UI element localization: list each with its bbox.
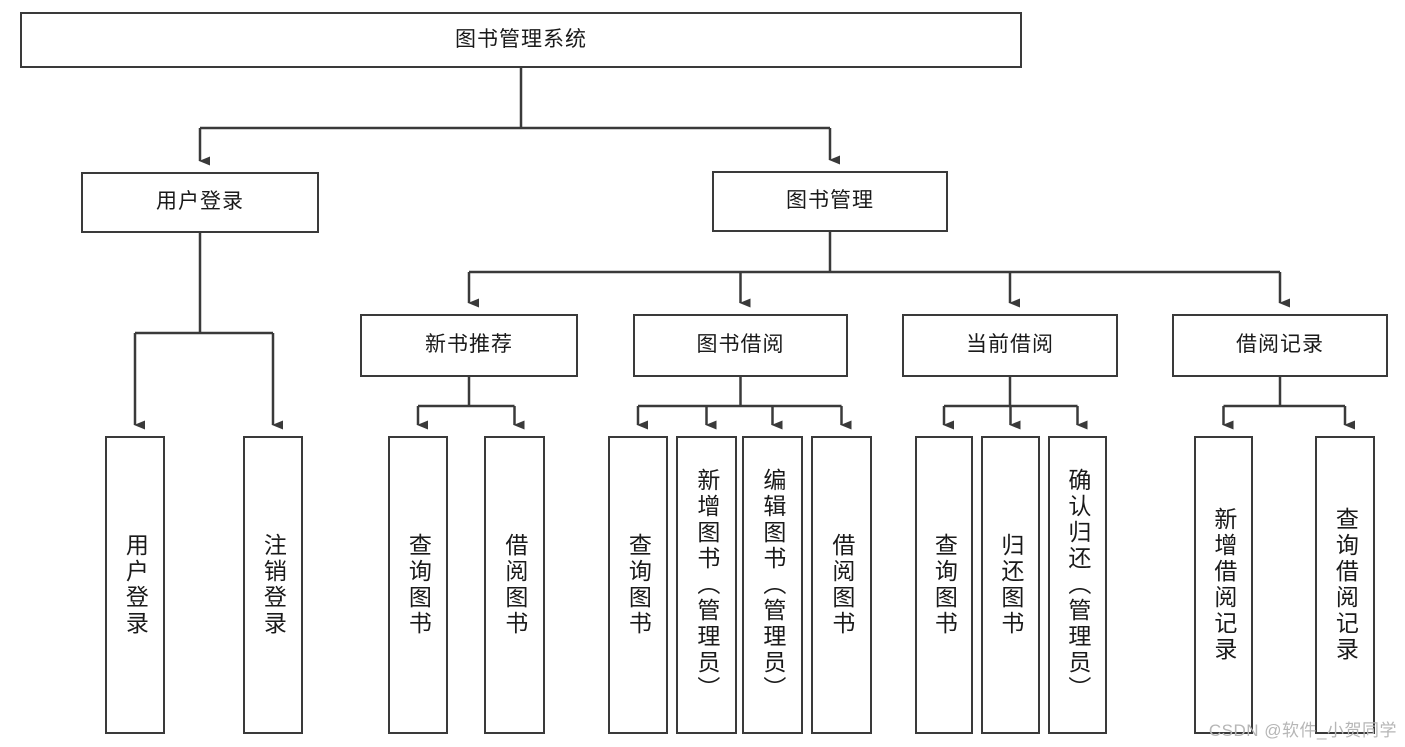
node-leaf-br-query[interactable]: 查询借阅记录: [1315, 436, 1375, 734]
node-leaf-user-logout[interactable]: 注销登录: [243, 436, 303, 734]
node-label: 当前借阅: [966, 333, 1054, 357]
node-label: 借阅记录: [1236, 333, 1324, 357]
node-label: 查询借阅记录: [1332, 507, 1359, 663]
node-label: 查询图书: [625, 533, 652, 637]
node-label: 用户登录: [156, 190, 244, 214]
node-label: 用户登录: [122, 533, 149, 637]
node-label: 新增借阅记录: [1210, 507, 1237, 663]
node-leaf-rec-query[interactable]: 查询图书: [388, 436, 448, 734]
node-label: 借阅图书: [828, 533, 855, 637]
node-label: 图书管理: [786, 189, 874, 213]
node-leaf-bb-query[interactable]: 查询图书: [608, 436, 668, 734]
node-leaf-cb-confirm[interactable]: 确认归还（管理员）: [1048, 436, 1107, 734]
node-label: 确认归还（管理员）: [1064, 468, 1091, 702]
node-label: 归还图书: [997, 533, 1024, 637]
node-leaf-user-login[interactable]: 用户登录: [105, 436, 165, 734]
node-leaf-rec-borrow[interactable]: 借阅图书: [484, 436, 545, 734]
node-label: 图书借阅: [696, 333, 785, 357]
node-leaf-bb-edit[interactable]: 编辑图书（管理员）: [742, 436, 803, 734]
node-book-manage[interactable]: 图书管理: [712, 171, 948, 232]
node-label: 注销登录: [260, 533, 287, 637]
node-current-borrow[interactable]: 当前借阅: [902, 314, 1118, 377]
node-label: 新书推荐: [425, 333, 513, 357]
node-book-borrow[interactable]: 图书借阅: [633, 314, 848, 377]
node-label: 查询图书: [405, 533, 432, 637]
node-root[interactable]: 图书管理系统: [20, 12, 1022, 68]
node-user-login[interactable]: 用户登录: [81, 172, 319, 233]
node-label: 编辑图书（管理员）: [759, 468, 786, 702]
node-label: 借阅图书: [501, 533, 528, 637]
node-label: 查询图书: [931, 533, 958, 637]
node-leaf-bb-add[interactable]: 新增图书（管理员）: [676, 436, 737, 734]
node-borrow-record[interactable]: 借阅记录: [1172, 314, 1388, 377]
node-leaf-cb-return[interactable]: 归还图书: [981, 436, 1040, 734]
node-label: 新增图书（管理员）: [693, 468, 720, 702]
node-leaf-cb-query[interactable]: 查询图书: [915, 436, 973, 734]
node-leaf-br-add[interactable]: 新增借阅记录: [1194, 436, 1253, 734]
node-new-book-rec[interactable]: 新书推荐: [360, 314, 578, 377]
node-leaf-bb-borrow[interactable]: 借阅图书: [811, 436, 872, 734]
watermark-text: CSDN @软件_小贺同学: [1208, 721, 1397, 740]
node-label: 图书管理系统: [455, 27, 587, 51]
